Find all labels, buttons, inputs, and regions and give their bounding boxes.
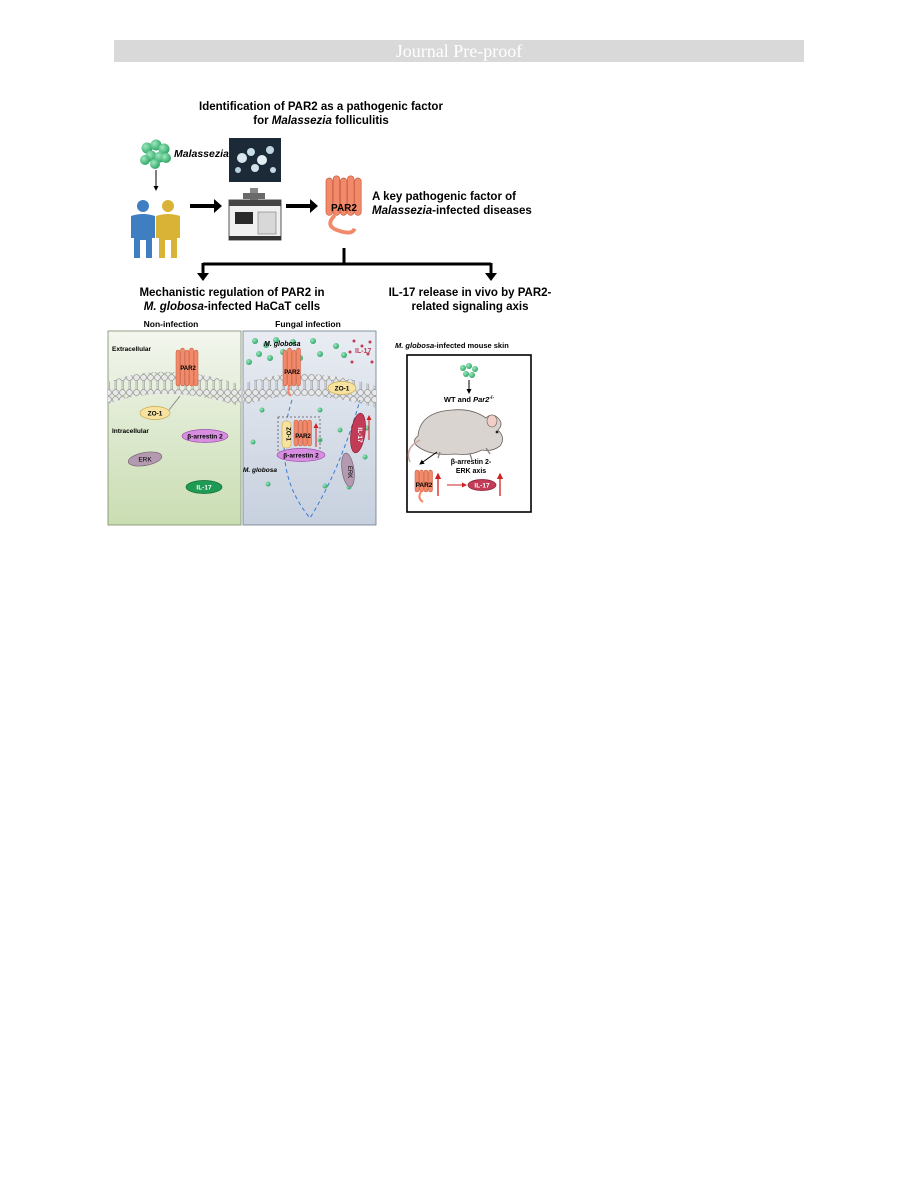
m-globosa-top-label: M. globosa (264, 341, 301, 348)
mouse-box-title: M. globosa-infected mouse skin (395, 341, 509, 350)
left-section-title-line2: M. globosa-infected HaCaT cells (144, 301, 320, 313)
mouse-il17-shape (467, 479, 497, 491)
erk-nonInfection-label: ERK (138, 457, 152, 464)
il17-fungal-label: IL-17 (356, 427, 363, 443)
par2-nonInfection-label: PAR2 (180, 366, 196, 372)
zo1-nonInfection-label: ZO-1 (148, 411, 163, 418)
barrestin-fungal-shape (276, 448, 326, 462)
top-title-line2: for Malassezia folliculitis (253, 115, 389, 127)
fungal-infection-panel: M. globosa IL-17 PAR2 ZO-1 ZO-1 (242, 330, 377, 526)
branch-arrows (197, 248, 497, 281)
journal-banner: Journal Pre-proof (114, 40, 804, 62)
non-infection-panel: Extracellular Intracellular PAR2 ZO-1 β-… (107, 330, 242, 526)
malassezia-cluster-icon (140, 139, 171, 169)
barrestin-nonInfection-shape (181, 429, 229, 443)
mouse-skin-panel: WT and Par2-/- β-arrestin 2- ERK axis PA… (406, 354, 532, 513)
par2-center-label: PAR2 (331, 203, 357, 214)
erk-fungal-label: ERK (346, 466, 352, 478)
par2-nonInfection-icon (175, 347, 199, 387)
barrestin-nonInfection-label: β-arrestin 2 (187, 434, 223, 441)
patients-icon (131, 200, 180, 258)
par2-fungal-label: PAR2 (284, 370, 300, 376)
mouse-il17-label: IL-17 (474, 483, 490, 490)
zo1-nonInfection-shape (139, 406, 171, 420)
il17-fungal-shape (350, 412, 366, 454)
fungal-infection-label: Fungal infection (275, 319, 341, 329)
il17-nonInfection-shape (185, 480, 223, 494)
arrow-to-instrument (190, 199, 222, 213)
il17-nonInfection-label: IL-17 (196, 485, 212, 492)
malassezia-label: Malassezia (174, 148, 229, 160)
internalization-dashed-path (283, 399, 361, 519)
par2-complex-label: PAR2 (295, 434, 311, 440)
zo1-complex-label: ZO-1 (285, 427, 291, 441)
erk-nonInfection-shape (127, 451, 163, 467)
mouse-par2-icon (414, 469, 433, 503)
left-section-title-line1: Mechanistic regulation of PAR2 in (139, 287, 324, 299)
zo1-fungal-shape (327, 381, 357, 395)
il17-secreted-dots (348, 339, 374, 364)
factor-line2: Malassezia-infected diseases (372, 205, 532, 217)
axis-label-line2: ERK axis (456, 468, 486, 475)
non-infection-label: Non-infection (144, 319, 199, 329)
mouse-par2-label: PAR2 (416, 482, 433, 489)
mouse-icon (407, 409, 503, 463)
barrestin-fungal-label: β-arrestin 2 (283, 453, 319, 460)
m-globosa-bottom-label: M. globosa (243, 467, 277, 474)
axis-label-line1: β-arrestin 2- (451, 459, 492, 466)
intracellular-label: Intracellular (112, 428, 149, 435)
right-section-title-line1: IL-17 release in vivo by PAR2- (389, 287, 552, 299)
factor-line1: A key pathogenic factor of (372, 191, 516, 203)
par2-fungal-icon (282, 347, 301, 397)
right-section-title-line2: related signaling axis (412, 301, 529, 313)
wt-par2-label: WT and Par2-/- (444, 395, 494, 404)
erk-fungal-shape (341, 452, 355, 488)
microscopy-image (229, 138, 281, 182)
zo1-fungal-label: ZO-1 (335, 386, 350, 393)
mouse-fungus-icon (460, 363, 478, 378)
arrow-to-par2 (286, 199, 318, 213)
par2-receptor-icon (325, 175, 362, 235)
lab-instrument-icon (228, 188, 282, 241)
il17-out-label: IL-17 (355, 348, 371, 355)
top-title-line1: Identification of PAR2 as a pathogenic f… (199, 101, 443, 113)
extracellular-label: Extracellular (112, 346, 151, 353)
